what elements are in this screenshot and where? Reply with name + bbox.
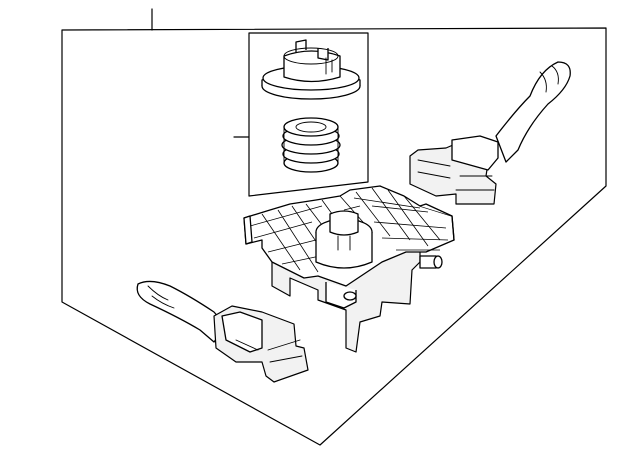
outer-assembly-panel — [61, 27, 607, 446]
coil-spring — [281, 117, 341, 173]
rotary-cap — [261, 39, 361, 100]
left-stalk-switch — [136, 280, 309, 383]
right-stalk-switch — [409, 61, 571, 205]
switch-base-housing — [243, 185, 455, 353]
inset-detail-box — [248, 32, 369, 197]
